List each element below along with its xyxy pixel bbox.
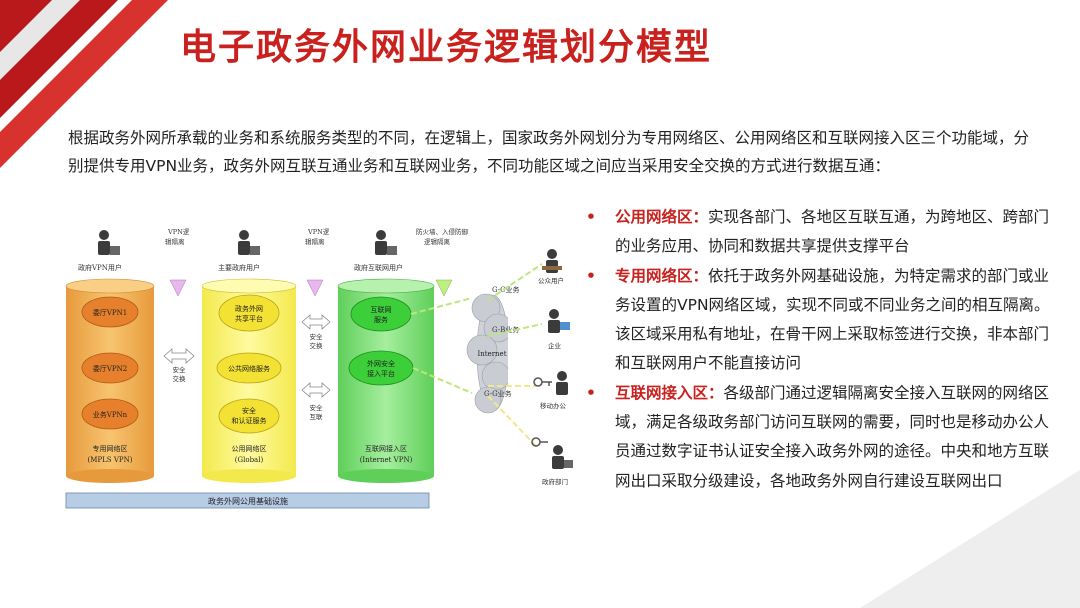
svg-text:委厅VPN1: 委厅VPN1 xyxy=(93,308,127,317)
isolation-label: 辑隔离 xyxy=(165,237,185,246)
user-label-gov: 主要政府用户 xyxy=(218,263,260,272)
link-label-gg: G-G业务 xyxy=(484,389,512,398)
isolation-triangle-icon xyxy=(306,279,324,297)
vpn-node: 委厅VPN2 xyxy=(81,352,139,384)
enterprise-user-icon xyxy=(548,309,570,333)
endpoint-label-mobile: 移动办公 xyxy=(540,401,567,410)
svg-text:和认证服务: 和认证服务 xyxy=(232,416,267,425)
exchange-label: 互联 xyxy=(310,412,324,421)
bullet-dot: • xyxy=(586,208,596,226)
user-figure-icon xyxy=(98,230,120,255)
isolation-triangle-icon xyxy=(435,279,453,297)
page-title: 电子政务外网业务逻辑划分模型 xyxy=(180,26,713,68)
double-arrow-icon xyxy=(163,348,195,364)
service-node: 安全 和认证服务 xyxy=(218,398,280,434)
double-arrow-icon xyxy=(301,314,331,330)
svg-text:委厅VPN2: 委厅VPN2 xyxy=(93,364,127,373)
vpn-node: 业务VPNn xyxy=(81,398,139,430)
user-figure-icon xyxy=(238,230,260,255)
corner-stripe-grey xyxy=(0,0,80,80)
internet-cloud-icon xyxy=(466,293,508,414)
exchange-label: 交换 xyxy=(173,374,187,383)
vpn-node: 委厅VPN1 xyxy=(81,296,139,328)
isolation-label: VPN逻 xyxy=(307,227,330,236)
zone-label: 专用网络区 xyxy=(93,444,128,453)
gov-user-icon xyxy=(552,445,573,469)
service-node: 政务外网 共享平台 xyxy=(218,294,280,332)
intro-paragraph: 根据政务外网所承载的业务和系统服务类型的不同，在逻辑上，国家政务外网划分为专用网… xyxy=(68,129,1030,175)
link-line xyxy=(487,263,543,301)
endpoint-label-enterprise: 企业 xyxy=(548,341,562,350)
isolation-label: 逻辑隔离 xyxy=(424,237,451,246)
svg-text:政务外网: 政务外网 xyxy=(235,304,263,313)
user-figure-icon xyxy=(375,230,397,255)
endpoint-label-gov: 政府部门 xyxy=(542,477,568,486)
key-icon xyxy=(533,377,552,387)
svg-text:接入平台: 接入平台 xyxy=(367,369,395,378)
corner-stripe-red xyxy=(0,0,168,168)
public-user-icon xyxy=(542,249,562,273)
link-line xyxy=(412,367,473,394)
isolation-label: VPN逻 xyxy=(167,227,190,236)
key-icon xyxy=(531,437,548,447)
bullet-dot: • xyxy=(586,266,596,285)
zone-label: (Global) xyxy=(235,456,264,464)
double-arrow-icon xyxy=(301,382,331,398)
bullet-private-zone: •专用网络区：依托于政务外网基础设施，为特定需求的部门或业务设置的VPN网络区域… xyxy=(586,262,1056,379)
svg-text:互联网: 互联网 xyxy=(371,305,392,314)
base-infrastructure-label: 政务外网公用基础设施 xyxy=(208,496,288,506)
zone-label: (Internet VPN) xyxy=(360,456,413,464)
endpoint-label-public: 公众用户 xyxy=(538,276,564,285)
service-node: 外网安全 接入平台 xyxy=(348,350,414,386)
zone-label: (MPLS VPN) xyxy=(88,456,133,464)
bottom-right-shade xyxy=(860,470,1080,608)
endpoint-panel: G-C业务 G-B业务 G-G业务 公众用户 企业 移动办公 政府部门 xyxy=(484,249,573,486)
exchange-label: 交换 xyxy=(310,341,324,350)
bullet-dot: • xyxy=(586,383,596,402)
svg-text:安全: 安全 xyxy=(242,406,256,415)
bullet-internet-zone: •互联网接入区：各级部门通过逻辑隔离安全接入互联网的网络区域，满足各级政务部门访… xyxy=(586,379,1056,496)
link-line xyxy=(487,323,543,337)
svg-text:外网安全: 外网安全 xyxy=(367,359,395,368)
base-infrastructure-bar xyxy=(65,492,430,509)
zone-description-list: •公用网络区：实现各部门、各地区互联互通，为跨地区、跨部门的业务应用、协同和数据… xyxy=(586,203,1056,496)
exchange-label: 安全 xyxy=(173,365,187,374)
zone-label: 公用网络区 xyxy=(232,444,267,453)
exchange-label: 安全 xyxy=(310,403,324,412)
service-node: 互联网 服务 xyxy=(350,296,412,332)
isolation-label: 防火墙、入侵防御 xyxy=(416,227,469,236)
svg-text:公共网络服务: 公共网络服务 xyxy=(228,364,270,373)
link-line xyxy=(410,297,473,315)
svg-text:业务VPNn: 业务VPNn xyxy=(93,410,128,419)
link-label-gb: G-B业务 xyxy=(492,325,519,334)
svg-text:共享平台: 共享平台 xyxy=(235,314,263,323)
cloud-label: Internet xyxy=(477,350,506,358)
service-node: 公共网络服务 xyxy=(216,352,282,384)
svg-text:服务: 服务 xyxy=(374,315,388,324)
isolation-label: 辑隔离 xyxy=(305,237,325,246)
zone-label: 互联网接入区 xyxy=(365,444,407,453)
user-label-internet: 政府互联网用户 xyxy=(354,263,403,272)
bullet-public-zone: •公用网络区：实现各部门、各地区互联互通，为跨地区、跨部门的业务应用、协同和数据… xyxy=(586,203,1056,262)
network-model-diagram: 政府VPN用户 主要政府用户 政府互联网用户 VPN逻 辑隔离 VPN逻 辑隔离… xyxy=(65,227,508,509)
user-label-vpn: 政府VPN用户 xyxy=(78,263,122,272)
isolation-triangle-icon xyxy=(169,279,187,297)
mobile-user-icon xyxy=(556,371,568,395)
exchange-label: 安全 xyxy=(310,332,324,341)
link-label-gc: G-C业务 xyxy=(492,285,519,294)
link-line xyxy=(487,395,537,447)
